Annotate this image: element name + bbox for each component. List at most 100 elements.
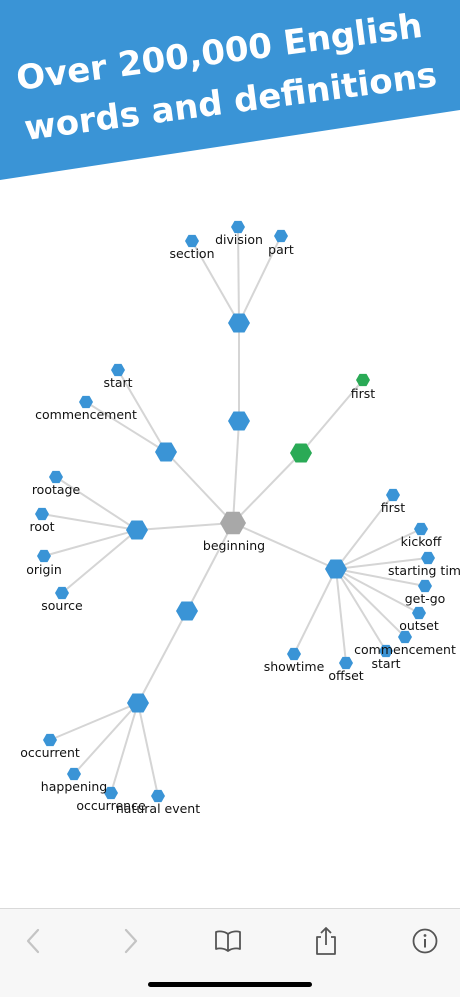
word-node-comm2[interactable] — [398, 630, 412, 644]
graph-edge — [43, 529, 138, 557]
graph-edge — [232, 420, 240, 524]
banner-background — [0, 0, 460, 180]
graph-edge — [335, 568, 406, 638]
word-node-natural[interactable] — [151, 789, 165, 803]
graph-edge — [165, 451, 234, 524]
node-label-part[interactable]: part — [268, 242, 294, 257]
node-label-rootage[interactable]: rootage — [32, 482, 81, 497]
word-node-section[interactable] — [185, 234, 199, 248]
word-node-getgo[interactable] — [418, 579, 432, 593]
word-node-division[interactable] — [231, 220, 245, 234]
word-node-start2[interactable] — [379, 644, 393, 658]
back-button[interactable] — [12, 919, 56, 963]
graph-edge — [85, 401, 167, 453]
node-label-source[interactable]: source — [41, 598, 83, 613]
word-node-starting[interactable] — [421, 551, 435, 565]
graph-edge — [191, 240, 240, 324]
info-icon — [412, 928, 438, 954]
graph-edge — [335, 568, 426, 587]
word-node-offset[interactable] — [339, 656, 353, 670]
graph-edge — [335, 528, 422, 570]
node-label-showtime[interactable]: showtime — [264, 659, 325, 674]
graph-edge — [137, 610, 188, 704]
node-label-origin[interactable]: origin — [26, 562, 62, 577]
graph-edge — [335, 568, 420, 614]
word-node-origin[interactable] — [37, 549, 51, 563]
graph-edge — [232, 522, 337, 570]
word-node-first2[interactable] — [386, 488, 400, 502]
word-node-part[interactable] — [274, 229, 288, 243]
node-label-commencement[interactable]: commencement — [35, 407, 137, 422]
word-node-green[interactable] — [290, 443, 312, 463]
word-node-mid2[interactable] — [176, 601, 198, 621]
graph-edge — [41, 513, 138, 531]
node-label-commencement-2[interactable]: commencement — [354, 642, 456, 657]
word-node-start[interactable] — [111, 363, 125, 377]
node-label-section[interactable]: section — [169, 246, 214, 261]
node-label-kickoff[interactable]: kickoff — [401, 534, 442, 549]
node-label-occurrent[interactable]: occurrent — [20, 745, 80, 760]
word-node-outset[interactable] — [412, 606, 426, 620]
book-icon — [215, 930, 241, 952]
word-node-kickoff[interactable] — [414, 522, 428, 536]
bookmarks-button[interactable] — [206, 919, 250, 963]
graph-edge — [293, 568, 337, 655]
share-button[interactable] — [304, 919, 348, 963]
node-label-get-go[interactable]: get-go — [405, 591, 446, 606]
word-node-first[interactable] — [356, 373, 370, 387]
graph-edge — [335, 494, 394, 570]
graph-edge — [232, 452, 302, 524]
graph-edge — [335, 568, 347, 664]
node-label-starting-time[interactable]: starting time — [388, 563, 460, 578]
word-node-hubRight[interactable] — [325, 559, 347, 579]
word-node-root[interactable] — [35, 507, 49, 521]
graph-edge — [117, 369, 167, 453]
graph-edge — [136, 522, 234, 531]
word-node-mid1[interactable] — [228, 411, 250, 431]
graph-edge — [237, 226, 240, 324]
graph-edge — [137, 702, 159, 797]
graph-edge — [55, 476, 138, 531]
word-node-hubRoot[interactable] — [126, 520, 148, 540]
word-node-occurrent[interactable] — [43, 733, 57, 747]
word-node-hubStart[interactable] — [155, 442, 177, 462]
center-node[interactable] — [220, 511, 246, 535]
node-label-natural-event[interactable]: natural event — [116, 801, 200, 816]
node-label-outset[interactable]: outset — [399, 618, 439, 633]
node-label-occurrence[interactable]: occurrence — [76, 798, 146, 813]
share-icon — [316, 927, 336, 955]
word-node-happening[interactable] — [67, 767, 81, 781]
graph-edge — [335, 568, 387, 652]
word-node-commencement[interactable] — [79, 395, 93, 409]
graph-nodes — [35, 220, 435, 803]
center-node-label[interactable]: beginning — [203, 538, 265, 553]
word-node-showtime[interactable] — [287, 647, 301, 661]
home-indicator — [148, 982, 312, 987]
graph-edge — [300, 379, 364, 454]
node-label-offset[interactable]: offset — [328, 668, 363, 683]
node-label-division[interactable]: division — [215, 232, 263, 247]
node-label-first[interactable]: first — [381, 500, 406, 515]
graph-edge — [73, 702, 139, 775]
node-label-start-2[interactable]: start — [371, 656, 400, 671]
forward-button[interactable] — [108, 919, 152, 963]
graph-labels: section division part start commencement… — [20, 232, 460, 816]
graph-edge — [186, 522, 234, 612]
word-graph[interactable]: section division part start commencement… — [0, 0, 460, 908]
word-node-hubEvent[interactable] — [127, 693, 149, 713]
graph-edge — [335, 557, 429, 570]
info-button[interactable] — [403, 919, 447, 963]
word-node-hubTop[interactable] — [228, 313, 250, 333]
chevron-left-icon — [26, 928, 40, 954]
graph-edge — [61, 529, 138, 594]
node-label-root[interactable]: root — [29, 519, 54, 534]
node-label-happening[interactable]: happening — [41, 779, 107, 794]
graph-edge — [49, 702, 139, 741]
word-node-occurrence[interactable] — [104, 786, 118, 800]
word-node-source[interactable] — [55, 586, 69, 600]
graph-edge — [110, 702, 139, 794]
node-label-first-green[interactable]: first — [351, 386, 376, 401]
promo-banner: Over 200,000 English words and definitio… — [0, 0, 460, 180]
node-label-start[interactable]: start — [103, 375, 132, 390]
word-node-rootage[interactable] — [49, 470, 63, 484]
